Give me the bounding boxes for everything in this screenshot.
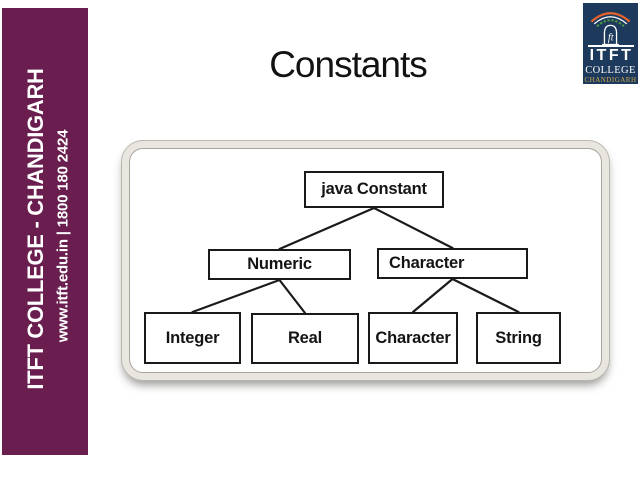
tree-edge [411, 277, 454, 314]
sidebar-college-name: ITFT COLLEGE - CHANDIGARH [23, 68, 48, 390]
sidebar: ITFT COLLEGE - CHANDIGARH www.itft.edu.i… [2, 8, 88, 455]
tree-node-character-mid: Character [377, 248, 528, 279]
tree-node-java-constant: java Constant [304, 171, 444, 208]
page-title: Constants [269, 44, 428, 85]
tree-edge [191, 278, 281, 314]
college-logo: ft ITFT COLLEGE CHANDIGARH [583, 3, 638, 84]
tree-node-integer: Integer [144, 312, 241, 364]
tree-edge [372, 206, 454, 250]
logo-divider [587, 44, 634, 47]
logo-college-label: COLLEGE [585, 64, 636, 76]
tree-edge [451, 277, 520, 314]
tree-node-string: String [476, 312, 561, 364]
tree-node-character-leaf: Character [368, 312, 458, 364]
logo-arch-glyph: ft [608, 33, 615, 44]
logo-acronym: ITFT [589, 46, 634, 64]
tree-edges [191, 206, 520, 315]
sidebar-contact-info: www.itft.edu.in | 1800 180 2424 [54, 129, 72, 343]
tree-edge [278, 278, 307, 315]
tree-node-real: Real [251, 313, 359, 364]
tree-edge [278, 206, 376, 251]
logo-city-label: CHANDIGARH [584, 75, 637, 84]
tree-node-numeric: Numeric [208, 249, 351, 280]
arch-monument-icon: ft [590, 12, 631, 45]
